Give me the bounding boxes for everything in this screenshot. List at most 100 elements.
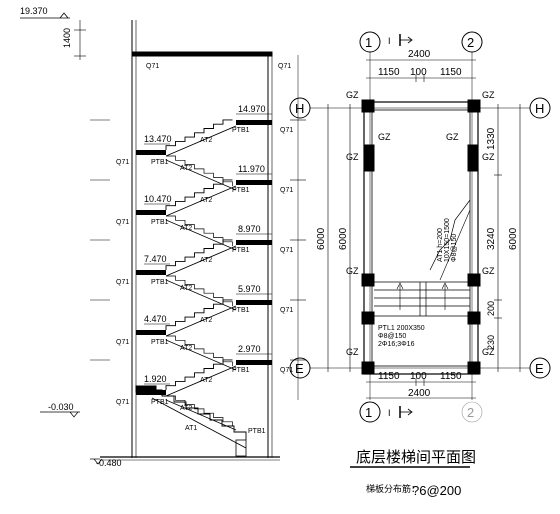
lower-flight-steps <box>166 335 233 367</box>
landing-slab-left <box>136 270 166 275</box>
flight-label: AT2 <box>200 317 212 324</box>
axis-E-right: E <box>535 361 544 376</box>
upper-flight-steps <box>165 119 233 150</box>
gz-label-tr: GZ <box>482 90 495 100</box>
landing-level-label: 10.470 <box>144 194 172 204</box>
beam-label-right: PTB1 <box>232 247 250 254</box>
top-elevation-label: 19.370 <box>20 6 48 16</box>
lower-flight-steps <box>166 215 233 247</box>
upper-flight-slab <box>165 305 237 337</box>
landing-slab-left <box>136 330 166 335</box>
column-label-right: Q71 <box>280 247 293 254</box>
upper-flight-steps <box>165 179 233 210</box>
subtitle-label: 梯板分布筋： <box>366 483 420 494</box>
axis-2-top: 2 <box>467 35 474 50</box>
ground-markers <box>40 385 247 465</box>
width-right-top: 1150 <box>440 67 462 78</box>
height-total-left: 6000 <box>316 227 327 250</box>
flight-label-lower: AT2 <box>180 345 192 352</box>
stair-note-1: AT1 h=200 <box>437 228 444 262</box>
stair-section <box>20 12 299 461</box>
width-mid-bottom: 100 <box>410 371 427 382</box>
landing-level-label: 4.470 <box>144 314 167 324</box>
base-level-label: -0.480 <box>96 458 122 468</box>
flight-label: AT2 <box>200 257 212 264</box>
landing-slab-left <box>136 210 166 215</box>
axis-H-left: H <box>295 101 304 116</box>
floor-level-label: 8.970 <box>238 224 261 234</box>
beam-note-3: 2Φ16;3Φ16 <box>378 341 415 348</box>
floor-slab-right <box>236 120 272 125</box>
width-total-top: 2400 <box>408 49 431 60</box>
lower-flight-label: AT1 <box>185 425 197 432</box>
column-label-right: Q71 <box>280 127 293 134</box>
ground-level-label: -0.030 <box>48 402 74 412</box>
axis-1-top: 1 <box>365 35 372 50</box>
gz-label-mr: GZ <box>446 132 459 142</box>
stair-note-3: Φ8@150 <box>451 234 458 262</box>
width-mid-top: 100 <box>410 67 427 78</box>
column-label-left: Q71 <box>116 219 129 226</box>
floor-slab-right <box>236 360 272 365</box>
flight-label: AT2 <box>200 137 212 144</box>
floor-slab-right <box>236 180 272 185</box>
stair-plan <box>289 31 551 468</box>
axis-H-right: H <box>535 101 544 116</box>
section-mark-top: I <box>388 36 391 46</box>
floor-level-label: 5.970 <box>238 284 261 294</box>
upper-flight-steps <box>165 299 233 330</box>
column-label-right: Q71 <box>280 187 293 194</box>
lower-flight-slab <box>165 399 237 431</box>
gz-label-r2: GZ <box>482 152 495 162</box>
right-dim-3: 200 <box>486 301 496 316</box>
upper-flight-steps <box>165 359 233 390</box>
section-mark-bottom: I <box>388 408 391 418</box>
gz-label-l3: GZ <box>346 266 359 276</box>
floor-level-label: 14.970 <box>238 104 266 114</box>
height-inner-left: 6000 <box>338 227 349 250</box>
flight-label-lower: AT2 <box>180 405 192 412</box>
flight-label: AT2 <box>200 377 212 384</box>
beam-label-right: PTB1 <box>232 187 250 194</box>
beam-label-right: PTB1 <box>232 367 250 374</box>
stair-note-2: 10X150=1500 <box>444 218 451 262</box>
gz-label-bl: GZ <box>346 347 359 357</box>
flight-label: AT2 <box>200 197 212 204</box>
width-right-bottom: 1150 <box>440 371 462 382</box>
plan-labels: 1 2 I 2400 1150 100 1150 H H E E 6000 60… <box>295 35 544 498</box>
lower-flight-slab <box>165 279 237 311</box>
column-label-left: Q71 <box>116 279 129 286</box>
lower-flight-slab <box>165 219 237 251</box>
landing-level-label: 7.470 <box>144 254 167 264</box>
landing-slab-left <box>136 150 166 155</box>
flight-label-lower: AT2 <box>180 285 192 292</box>
column-label-left-top: Q71 <box>146 63 159 70</box>
column-label-left: Q71 <box>116 159 129 166</box>
column-label-right-top: Q71 <box>278 63 291 70</box>
lower-flight-steps <box>166 395 233 427</box>
upper-flight-slab <box>165 245 237 277</box>
beam-note-2: Φ8@150 <box>378 333 406 340</box>
lower-flight-steps <box>166 275 233 307</box>
right-dim-1: 1330 <box>486 127 497 150</box>
landing-level-label: 13.470 <box>144 134 172 144</box>
axis-1-bottom: 1 <box>365 405 372 420</box>
gz-label-l2: GZ <box>346 152 359 162</box>
column-label-left: Q71 <box>116 399 129 406</box>
lower-flight-slab <box>165 339 237 371</box>
flight-label-lower: AT2 <box>180 225 192 232</box>
width-total-bottom: 2400 <box>408 388 431 399</box>
lower-flight-slab <box>165 159 237 191</box>
lower-flight-steps <box>166 155 233 187</box>
beam-label-left: PTB1 <box>151 219 169 226</box>
floor-level-label: 11.970 <box>238 164 265 174</box>
beam-label-right: PTB1 <box>232 127 250 134</box>
stair-flights: 14.97013.470PTB1PTB1AT2AT2Q71Q7111.97010… <box>90 104 306 431</box>
column-label-left: Q71 <box>116 339 129 346</box>
flight-label-lower: AT2 <box>180 165 192 172</box>
section-labels: 19.370 1400 Q71 Q71 AT1 PTB1 -0.030 -0.4… <box>20 6 291 468</box>
upper-flight-slab <box>165 125 237 157</box>
subtitle-value: ?6@200 <box>412 483 461 498</box>
right-dim-4: 230 <box>486 335 496 350</box>
